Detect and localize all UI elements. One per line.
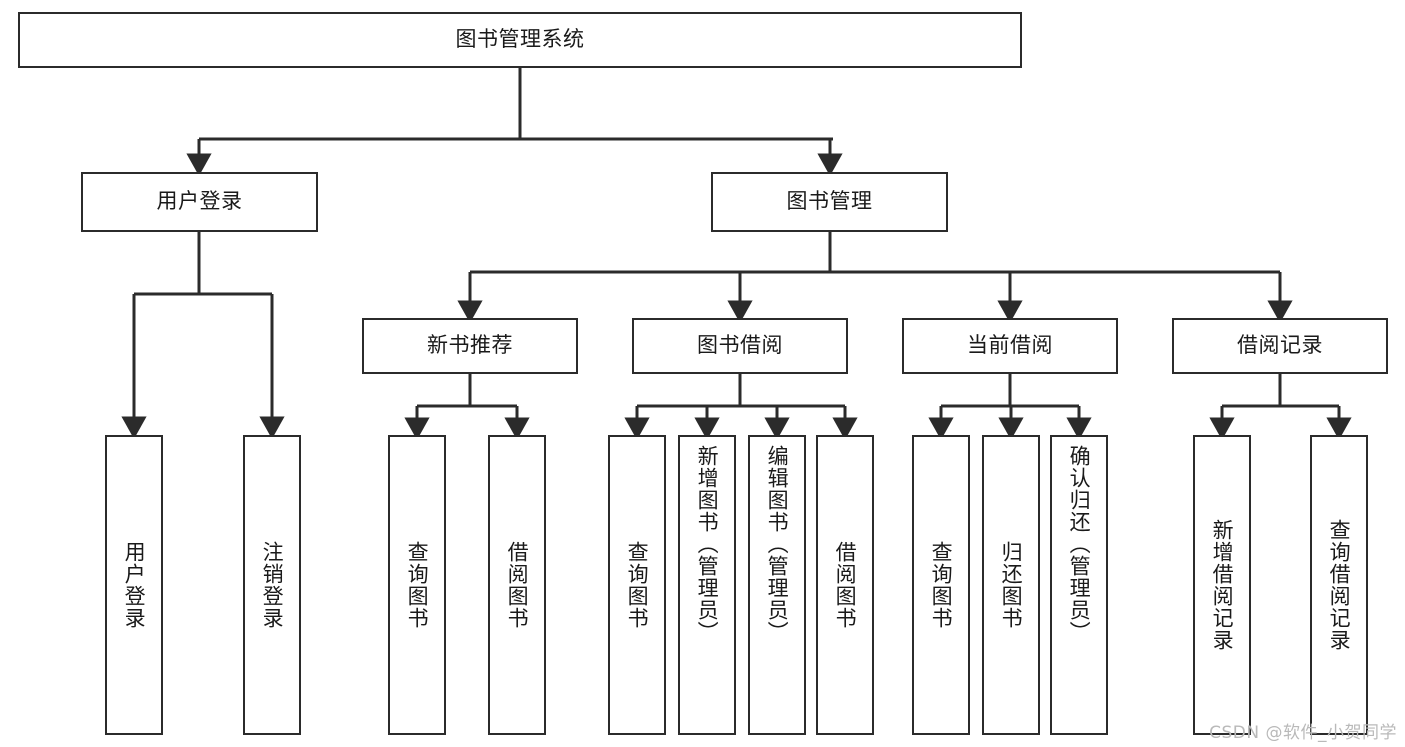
node-new-book-recommend[interactable]: 新书推荐: [362, 318, 578, 374]
node-label: 新书推荐: [427, 333, 513, 358]
node-label: 当前借阅: [967, 333, 1053, 358]
node-leaf-return-book[interactable]: 归还图书: [982, 435, 1040, 735]
node-label: 借阅图书: [833, 541, 858, 629]
node-leaf-borrow-book-recommend[interactable]: 借阅图书: [488, 435, 546, 735]
edge-root-to-level2: [186, 68, 843, 176]
node-leaf-query-book-recommend[interactable]: 查询图书: [388, 435, 446, 735]
node-label: 查询图书: [625, 541, 650, 629]
edge-new-book-recommend-to-leaves: [404, 374, 530, 440]
node-label: 图书管理: [786, 189, 873, 214]
watermark-text: CSDN @软件_小贺同学: [1209, 723, 1397, 743]
node-leaf-query-book-current[interactable]: 查询图书: [912, 435, 970, 735]
node-leaf-user-login[interactable]: 用户登录: [105, 435, 163, 735]
node-current-borrow[interactable]: 当前借阅: [902, 318, 1118, 374]
node-label: 借阅图书: [505, 541, 530, 629]
node-label: 图书管理系统: [455, 27, 585, 52]
node-label: 新增图书（管理员）: [695, 445, 720, 643]
node-label: 编辑图书（管理员）: [765, 445, 790, 643]
node-label: 图书借阅: [697, 333, 783, 358]
node-leaf-edit-book-admin[interactable]: 编辑图书（管理员）: [748, 435, 806, 735]
edge-user-login-to-leaves: [121, 232, 285, 439]
node-label: 注销登录: [260, 541, 285, 629]
node-label: 查询借阅记录: [1327, 519, 1352, 651]
node-label: 查询图书: [929, 541, 954, 629]
node-leaf-query-borrow-record[interactable]: 查询借阅记录: [1310, 435, 1368, 735]
node-book-management[interactable]: 图书管理: [711, 172, 948, 232]
node-label: 借阅记录: [1237, 333, 1323, 358]
node-borrow-record[interactable]: 借阅记录: [1172, 318, 1388, 374]
node-label: 新增借阅记录: [1210, 519, 1235, 651]
edge-borrow-record-to-leaves: [1209, 374, 1352, 440]
node-leaf-logout[interactable]: 注销登录: [243, 435, 301, 735]
edge-book-borrow-to-leaves: [624, 374, 858, 440]
edge-current-borrow-to-leaves: [928, 374, 1092, 440]
node-user-login[interactable]: 用户登录: [81, 172, 318, 232]
node-label: 查询图书: [405, 541, 430, 629]
node-leaf-confirm-return-admin[interactable]: 确认归还（管理员）: [1050, 435, 1108, 735]
node-label: 用户登录: [122, 541, 147, 629]
node-leaf-query-book-borrow[interactable]: 查询图书: [608, 435, 666, 735]
node-root-system[interactable]: 图书管理系统: [18, 12, 1022, 68]
node-leaf-add-book-admin[interactable]: 新增图书（管理员）: [678, 435, 736, 735]
node-label: 归还图书: [999, 541, 1024, 629]
node-book-borrow[interactable]: 图书借阅: [632, 318, 848, 374]
node-label: 用户登录: [156, 189, 243, 214]
node-label: 确认归还（管理员）: [1067, 445, 1092, 643]
node-leaf-borrow-book[interactable]: 借阅图书: [816, 435, 874, 735]
edge-book-management-to-level3: [457, 232, 1293, 323]
node-leaf-add-borrow-record[interactable]: 新增借阅记录: [1193, 435, 1251, 735]
